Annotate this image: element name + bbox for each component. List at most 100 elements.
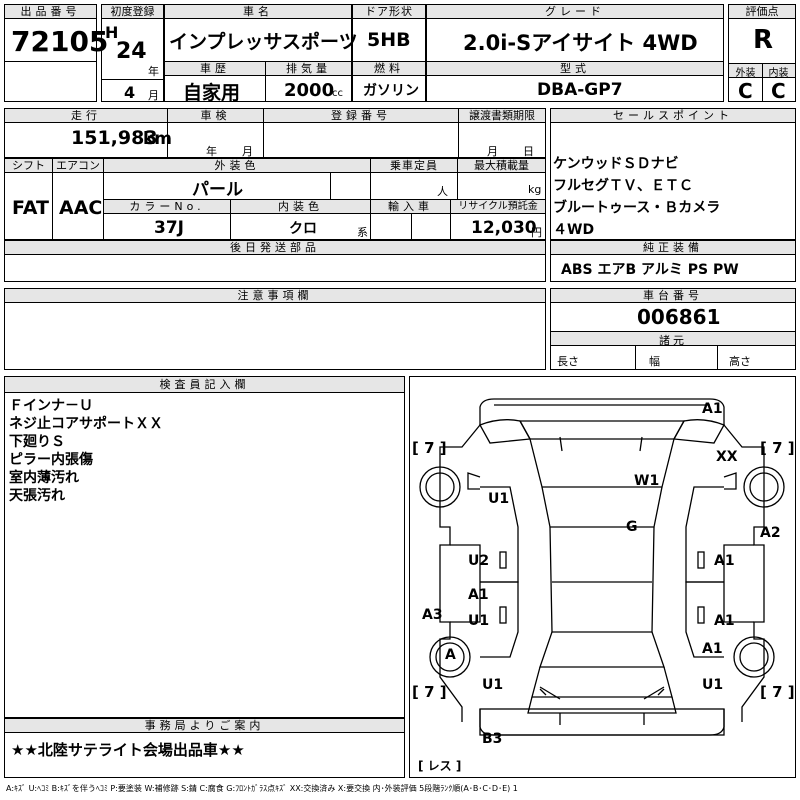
damage-mark: A1 [702,641,723,657]
sales-line: ケンウッドＳＤナビ [553,156,679,172]
model-cell: 型式 DBA-GP7 [426,61,724,102]
sales-label: セールスポイント [551,109,795,123]
loadcap-cell: 最大積載量 kg [457,158,546,200]
mileage-label: 走行 [5,109,167,123]
inspector-line: 天張汚れ [9,488,65,504]
damage-mark: A1 [468,587,489,603]
sales-line: フルセグＴＶ、ＥＴＣ [553,178,693,194]
later-parts-cell: 後日発送部品 [4,240,546,282]
notes-label: 注意事項欄 [5,289,545,303]
damage-mark: A2 [760,525,781,541]
color-no-label: カラーNo. [104,200,230,214]
lot-number: 72105 [11,25,109,58]
inspector-line: 室内薄汚れ [9,470,79,486]
office-value: ★★北陸サテライト会場出品車★★ [11,741,245,759]
inspector-cell: 検査員記入欄 Ｆインナ－Ｕ ネジ止コアサポートＸＸ 下廻りＳ ピラー内張傷 室内… [4,376,405,718]
spare-tire-status: [ レス ] [418,759,462,773]
tire-tread-rl: [ 7 ] [412,683,447,701]
import-cell: 輸入車 [370,199,451,240]
transfer-cell: 譲渡書類期限 月 日 [458,108,546,158]
damage-mark: B3 [482,731,503,747]
grade-cell: グレード 2.0i-Sアイサイト 4WD [426,4,724,62]
loadcap-label: 最大積載量 [458,159,545,173]
dims-label: 諸元 [551,332,795,347]
transfer-day-unit: 日 [523,145,534,158]
ext-score-label: 外装 [729,64,762,79]
later-parts-label: 後日発送部品 [5,241,545,255]
ext-color-label: 外装色 [104,159,370,173]
int-color-cell: 内装色 クロ 系 [230,199,371,240]
model-label: 型式 [427,62,723,76]
color-no-value: 37J [154,218,184,238]
score-cell: 評価点 R 外装 内装 C C [728,4,796,103]
fuel-value: ガソリン [363,83,419,99]
history-value: 自家用 [183,82,241,104]
loadcap-unit: kg [528,183,542,196]
shift-label: シフト [5,159,52,173]
mileage-unit: km [143,129,173,149]
chassis-label: 車台番号 [551,289,795,303]
reg-year: 24 [116,39,147,64]
damage-mark: A3 [422,607,443,623]
chassis-value: 006861 [637,305,721,329]
grade-label: グレード [427,5,723,19]
plate-cell: 登録番号 [263,108,459,158]
equipment-cell: 純正装備 ABS エアB アルミ PS PW [550,240,796,282]
damage-mark: U2 [468,553,490,569]
equipment-value: ABS エアB アルミ PS PW [561,262,739,278]
notes-cell: 注意事項欄 [4,288,546,370]
car-name-label: 車名 [165,5,351,19]
displacement-cell: 排気量 2000 cc [265,61,352,102]
damage-mark: U1 [482,677,504,693]
damage-diagram: A1 XX W1 U1 G A2 U2 A1 A1 A3 U1 A1 A A1 … [409,376,796,778]
inspector-line: ピラー内張傷 [9,452,93,468]
inspector-line: Ｆインナ－Ｕ [9,398,93,414]
dims-length: 長さ [557,355,579,368]
car-name-cell: 車名 インプレッサスポーツ [164,4,358,62]
reg-cell: 初度登録 H 24 年 4 月 [101,4,164,102]
office-cell: 事務局よりご案内 ★★北陸サテライト会場出品車★★ [4,718,405,778]
transfer-month-unit: 月 [487,145,498,158]
grade-value: 2.0i-Sアイサイト 4WD [463,31,698,55]
damage-mark: A [445,647,456,663]
damage-mark: U1 [702,677,724,693]
transfer-label: 譲渡書類期限 [459,109,545,123]
displacement-unit: cc [332,88,343,99]
sales-line: ４WD [553,222,595,238]
door-cell: ドア形状 5HB [352,4,426,62]
aircon-cell: エアコン AAC [52,158,104,240]
inspection-label: 車検 [168,109,263,123]
damage-mark: U1 [468,613,490,629]
inspector-line: ネジ止コアサポートＸＸ [9,416,163,432]
capacity-cell: 乗車定員 人 [370,158,458,200]
ext-score-value: C [738,79,753,103]
door-label: ドア形状 [353,5,425,19]
recycle-cell: リサイクル預託金 12,030 円 [450,199,546,240]
int-score-label: 内装 [762,64,795,79]
inspection-month-unit: 月 [242,145,253,158]
legend: A:ｷｽﾞ U:ﾍｺﾐ B:ｷｽﾞを伴うﾍｺﾐ P:要塗装 W:補修跡 S:錆 … [6,784,518,793]
car-name-value: インプレッサスポーツ [169,31,358,53]
shift-cell: シフト FAT [4,158,53,240]
int-score-value: C [771,79,786,103]
lot-label: 出品番号 [5,5,96,19]
capacity-label: 乗車定員 [371,159,457,173]
damage-mark: W1 [634,473,660,489]
damage-mark: U1 [488,491,510,507]
inspection-cell: 車検 年 月 [167,108,264,158]
damage-mark: XX [716,449,738,465]
plate-label: 登録番号 [264,109,458,123]
tire-tread-fl: [ 7 ] [412,439,447,457]
inspector-label: 検査員記入欄 [5,377,404,393]
car-outline [419,398,785,736]
dims-width: 幅 [649,355,660,368]
sales-cell: セールスポイント ケンウッドＳＤナビ フルセグＴＶ、ＥＴＣ ブルートゥース・Ｂカ… [550,108,796,240]
office-label: 事務局よりご案内 [5,719,404,733]
import-label: 輸入車 [371,200,450,214]
reg-month-unit: 月 [148,89,159,102]
reg-label: 初度登録 [102,5,163,19]
int-color-label: 内装色 [231,200,370,214]
aircon-label: エアコン [53,159,103,173]
ext-color-cell: 外装色 パール [103,158,371,200]
damage-mark: G [626,519,638,535]
